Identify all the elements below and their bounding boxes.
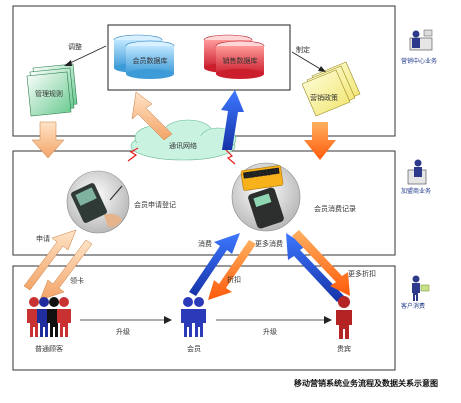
rules-document-icon — [26, 63, 78, 117]
lightning-left-icon — [127, 147, 139, 162]
vip-customer-icon — [336, 296, 352, 339]
formulate-label: 制定 — [296, 45, 310, 54]
sales-database-label: 销售数据库 — [223, 56, 258, 65]
side-label-top: 营销中心业务 — [401, 57, 437, 65]
member-label: 会员 — [187, 344, 201, 353]
registration-label: 会员申请登记 — [134, 200, 176, 209]
marketing-center-person-icon — [409, 29, 433, 51]
sales-database-icon — [203, 34, 265, 79]
customer-person-icon — [412, 275, 430, 301]
side-label-bottom: 客户消费 — [401, 302, 425, 310]
upgrade-arrow-1 — [80, 316, 172, 324]
formulate-arrow — [291, 51, 326, 72]
network-label: 通讯网络 — [169, 141, 197, 150]
get-card-label: 领卡 — [70, 276, 84, 285]
lightning-right-icon — [225, 149, 236, 165]
member-customers-icon — [181, 297, 206, 337]
discount-label: 折扣 — [227, 275, 241, 284]
apply-label: 申请 — [36, 234, 50, 243]
rules-document-label: 管理规则 — [35, 89, 63, 98]
adjust-label: 调整 — [68, 42, 82, 51]
diagram-caption: 移动营销系统业务流程及数据关系示意图 — [294, 378, 438, 388]
orange-arrow-policy-down — [304, 122, 336, 160]
consumption-record-label: 会员消费记录 — [314, 204, 356, 213]
ordinary-customers-icon — [27, 297, 71, 337]
peach-arrow-left-down — [31, 121, 65, 159]
ordinary-customer-label: 普通顾客 — [35, 344, 63, 353]
registration-device-icon — [66, 170, 130, 234]
upgrade-label-1: 升级 — [116, 327, 130, 336]
more-discount-label: 更多折扣 — [348, 269, 376, 278]
blue-arrow-to-database — [221, 90, 244, 150]
peach-arrow-registration — [23, 229, 93, 301]
peach-arrow-to-database — [131, 91, 173, 141]
adjust-arrow — [64, 45, 107, 66]
orange-arrow-vip-discount — [292, 230, 350, 296]
franchise-person-icon — [407, 159, 427, 185]
more-consume-label: 更多消费 — [255, 239, 283, 248]
side-label-middle: 加盟商业务 — [401, 187, 431, 195]
upgrade-arrow-2 — [216, 316, 332, 324]
consume-label: 消费 — [198, 239, 212, 248]
blue-arrow-member-consume — [189, 233, 240, 296]
consumption-card-icon — [231, 162, 301, 232]
member-database-label: 会员数据库 — [133, 56, 168, 65]
blue-arrow-vip-consume — [286, 233, 344, 302]
vip-label: 贵宾 — [337, 344, 351, 353]
member-database-icon — [113, 34, 175, 79]
policy-document-label: 营销政策 — [310, 93, 338, 102]
policy-document-icon — [301, 61, 361, 117]
upgrade-label-2: 升级 — [263, 327, 277, 336]
orange-arrow-member-discount — [208, 240, 256, 300]
